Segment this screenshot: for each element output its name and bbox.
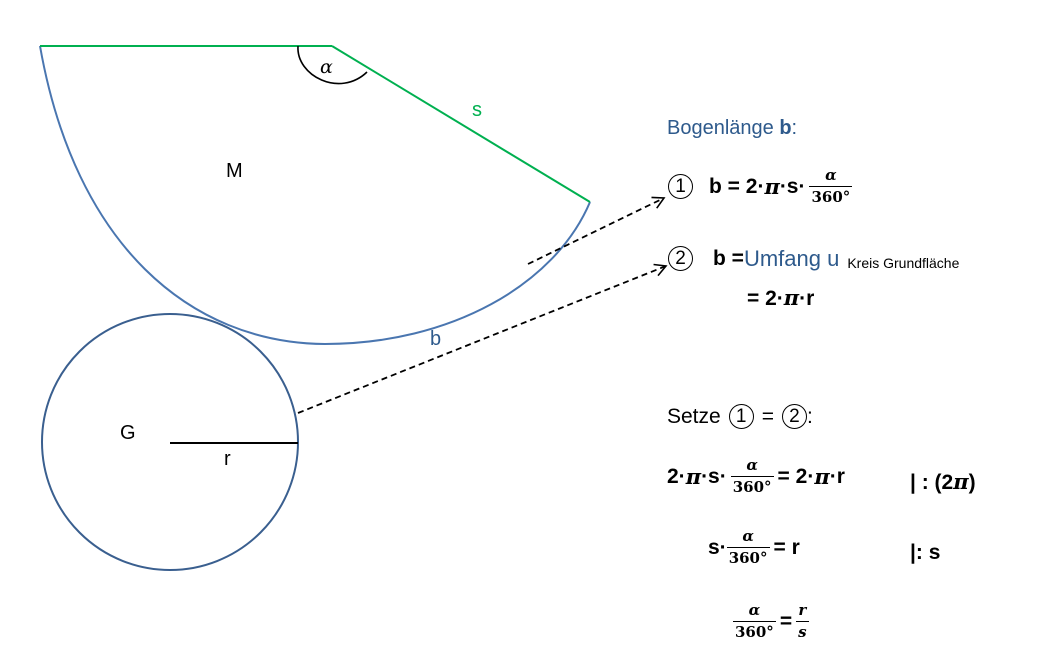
step-2-operation: |: s <box>910 541 941 564</box>
marker-1: 1 <box>668 173 693 199</box>
base-label: G <box>120 422 136 444</box>
arrow-arc-to-eq1 <box>527 196 666 265</box>
step-1-operation: | : (2π) <box>910 469 976 494</box>
setze-line: Setze 1 = 2 : <box>667 404 813 429</box>
radius-label: r <box>224 448 231 470</box>
sector-label: M <box>226 160 243 182</box>
slant-edge <box>331 45 591 203</box>
sector-arc <box>39 45 591 346</box>
slant-label: s <box>472 99 482 121</box>
angle-arc <box>297 45 368 85</box>
equation-2: 2 b = Umfang u Kreis Grundfläche <box>668 246 959 271</box>
arc-label: b <box>430 328 442 350</box>
arrow-circle-to-eq2 <box>297 263 668 414</box>
arc-length-heading: Bogenlänge b: <box>667 117 798 139</box>
marker-2: 2 <box>668 246 693 271</box>
angle-label: α <box>320 56 333 78</box>
equation-2-line-2: = 2·π·r <box>747 285 815 310</box>
